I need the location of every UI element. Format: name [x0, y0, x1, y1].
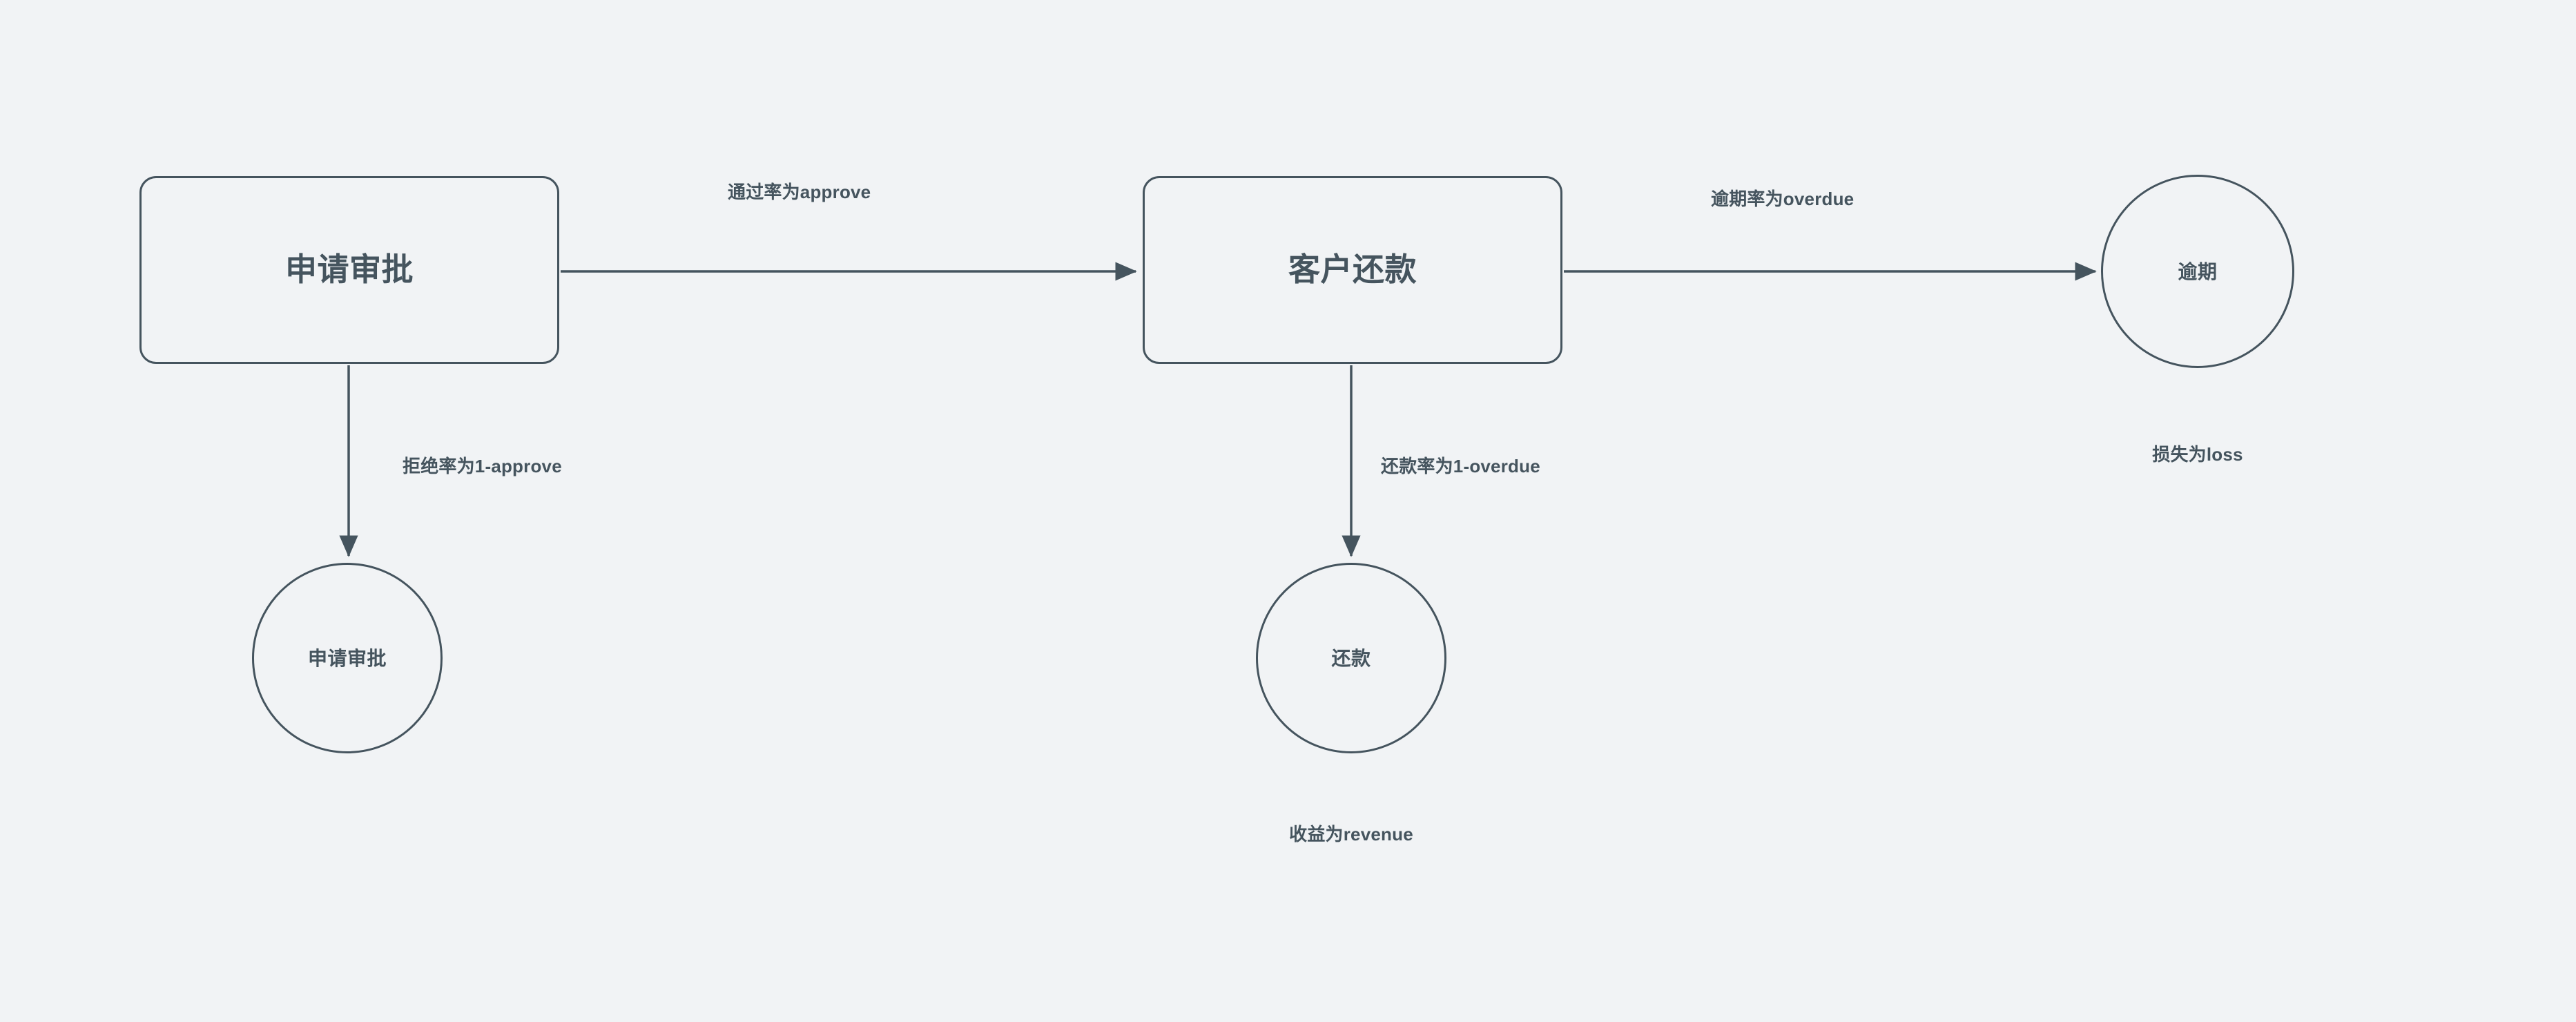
edge-label-approve: 通过率为approve	[728, 182, 871, 202]
node-reject-label: 申请审批	[307, 647, 387, 669]
node-overdue-label: 逾期	[2178, 260, 2218, 282]
node-repaid[interactable]: 还款	[1256, 563, 1446, 753]
node-overdue[interactable]: 逾期	[2101, 175, 2294, 368]
edge-label-repay: 还款率为1-overdue	[1381, 456, 1540, 476]
caption-repaid-revenue: 收益为revenue	[1289, 824, 1413, 845]
node-apply-review[interactable]: 申请审批	[139, 176, 559, 364]
node-apply-review-label: 申请审批	[285, 251, 414, 288]
edge-label-reject: 拒绝率为1-approve	[403, 456, 562, 476]
node-reject[interactable]: 申请审批	[252, 563, 443, 753]
node-repaid-label: 还款	[1331, 647, 1371, 669]
node-customer-repay[interactable]: 客户还款	[1143, 176, 1562, 364]
edge-label-overdue: 逾期率为overdue	[1711, 189, 1854, 209]
node-customer-repay-label: 客户还款	[1288, 251, 1417, 288]
caption-overdue-loss: 损失为loss	[2152, 444, 2243, 465]
